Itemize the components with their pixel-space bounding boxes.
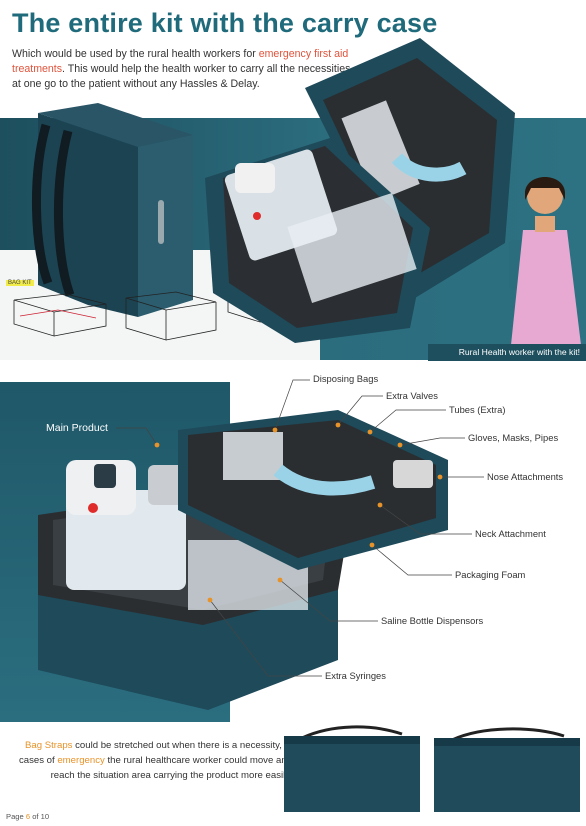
health-worker-illustration <box>509 177 581 345</box>
label-tubes-extra: Tubes (Extra) <box>449 404 506 415</box>
bottom-text-2: the rural healthcare worker could move a… <box>50 755 292 781</box>
sketch-note: BAG KIT <box>6 280 34 286</box>
label-extra-syringes: Extra Syringes <box>325 670 386 681</box>
page-prefix: Page <box>6 812 26 821</box>
intro-paragraph: Which would be used by the rural health … <box>12 47 357 92</box>
intro-text-2: . This would help the health worker to c… <box>12 63 351 90</box>
label-gloves-masks-pipes: Gloves, Masks, Pipes <box>468 432 559 443</box>
page-number: 6 <box>25 812 31 821</box>
label-saline-bottle: Saline Bottle Dispensors <box>381 615 484 626</box>
bag-straps-paragraph: Bag Straps could be stretched out when t… <box>10 738 292 783</box>
label-packaging-foam: Packaging Foam <box>455 569 526 580</box>
label-neck-attachment: Neck Attachment <box>475 528 546 539</box>
label-disposing-bags: Disposing Bags <box>313 373 379 384</box>
exploded-kit-illustration <box>38 410 448 710</box>
backpack-illustration <box>31 103 193 317</box>
label-extra-valves: Extra Valves <box>386 390 438 401</box>
emergency-highlight: emergency <box>57 755 105 766</box>
bag-straps-highlight: Bag Straps <box>24 740 73 751</box>
page-suffix: of 10 <box>30 812 50 821</box>
intro-highlight: emergency first aid treatments <box>12 48 349 75</box>
top-caption: Rural Health worker with the kit! <box>428 344 586 361</box>
page-title: The entire kit with the carry case <box>12 8 438 38</box>
page-footer: Page 6 of 10 <box>6 812 49 821</box>
closed-cases-illustration <box>284 725 580 812</box>
label-nose-attachments: Nose Attachments <box>487 471 564 482</box>
label-main-product: Main Product <box>46 422 108 434</box>
bottom-text-1: could be stretched out when there is a n… <box>18 740 292 766</box>
open-kit-illustration <box>205 38 515 343</box>
intro-text-1: Which would be used by the rural health … <box>12 48 259 60</box>
